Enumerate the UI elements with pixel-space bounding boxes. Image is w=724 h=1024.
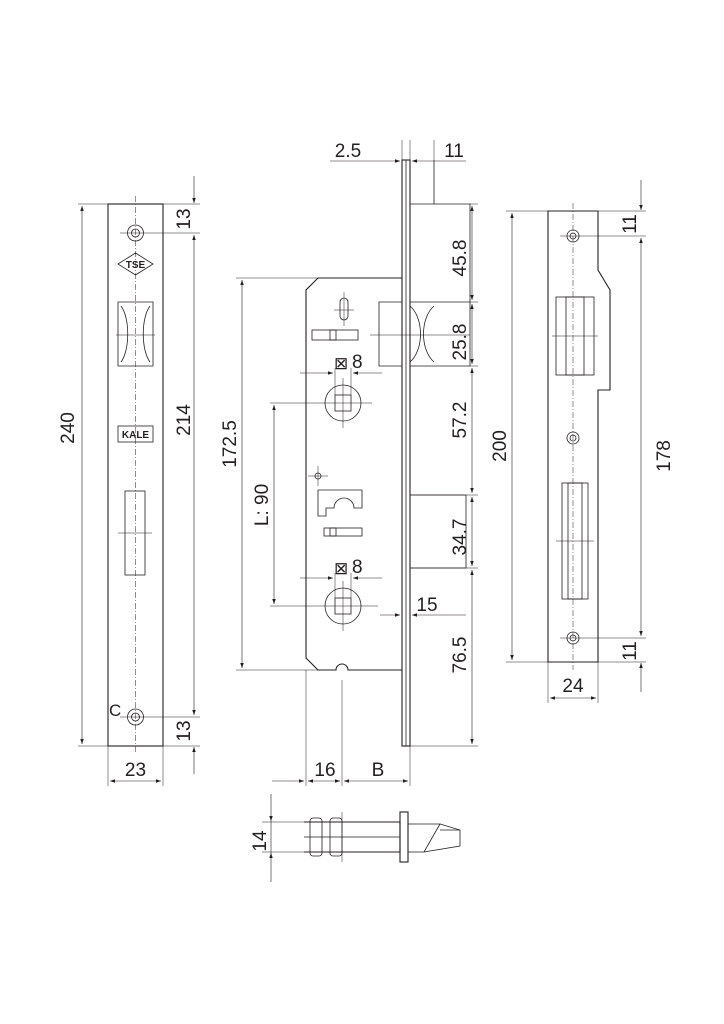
dim-45-8: 45.8: [450, 240, 471, 277]
strike-plate-view: 200 178 11 11 24: [490, 180, 675, 703]
latch-bolt: [370, 301, 470, 367]
tse-logo-text: TSE: [126, 260, 146, 271]
dim-b: B: [372, 760, 385, 781]
dim-34-7: 34.7: [450, 519, 471, 556]
kale-logo-text: KALE: [122, 430, 150, 441]
dim-76-5: 76.5: [450, 637, 471, 674]
upper-spindle-follower: [270, 378, 372, 428]
dim-16: 16: [314, 760, 335, 781]
dim-23: 23: [125, 760, 146, 781]
lock-case: [305, 277, 402, 671]
dim-172-5: 172.5: [220, 420, 241, 468]
dim-200: 200: [490, 430, 511, 462]
strike-bottom-screw-hole: [560, 631, 646, 645]
square-symbol-bottom: ⊠: [334, 559, 348, 578]
dim-11-forend: 11: [444, 141, 464, 162]
lower-spindle-follower: [270, 581, 378, 631]
dim-l-90: L: 90: [252, 484, 273, 526]
dim-13-bottom: 13: [174, 720, 195, 741]
strike-top-screw-hole: [560, 229, 646, 243]
dim-214: 214: [174, 404, 195, 436]
faceplate-deadbolt-slot: [118, 490, 152, 576]
dim-2-5: 2.5: [335, 141, 361, 162]
dim-24: 24: [562, 676, 584, 697]
dim-8-bottom: 8: [352, 557, 363, 578]
dim-178: 178: [654, 440, 675, 472]
dim-57-2: 57.2: [450, 402, 471, 439]
strike-middle-screw-hole: [566, 431, 580, 445]
tse-logo: TSE: [117, 252, 154, 276]
dim-8-top: 8: [352, 352, 363, 373]
dim-25-8: 25.8: [450, 324, 471, 361]
faceplate-latch-slot: [116, 301, 155, 367]
strike-plate-outline: [547, 210, 611, 663]
faceplate-bottom-screw-hole: [120, 708, 151, 726]
deadbolt-mechanism: [308, 466, 363, 537]
dim-14: 14: [250, 830, 271, 852]
lock-section-view: 14: [250, 794, 461, 882]
square-symbol-top: ⊠: [334, 354, 348, 373]
dim-13-top: 13: [174, 208, 195, 229]
latch-lever: [311, 292, 359, 341]
faceplate-top-screw-hole: [120, 224, 151, 242]
lock-body-side-view: 2.5 11 45.8 25.8 57.2 34.7 76.5 172.5 L:…: [220, 140, 478, 786]
kale-logo: KALE: [117, 425, 154, 443]
dim-11-strike-top: 11: [620, 214, 641, 234]
faceplate-front-view: TSE KALE C 240: [58, 176, 200, 786]
dim-11-strike-bottom: 11: [620, 641, 641, 661]
strike-latch-opening: [552, 296, 598, 376]
corner-label: C: [109, 701, 121, 720]
strike-deadbolt-opening: [556, 482, 594, 600]
dim-15: 15: [416, 595, 437, 616]
dim-240: 240: [58, 412, 79, 444]
